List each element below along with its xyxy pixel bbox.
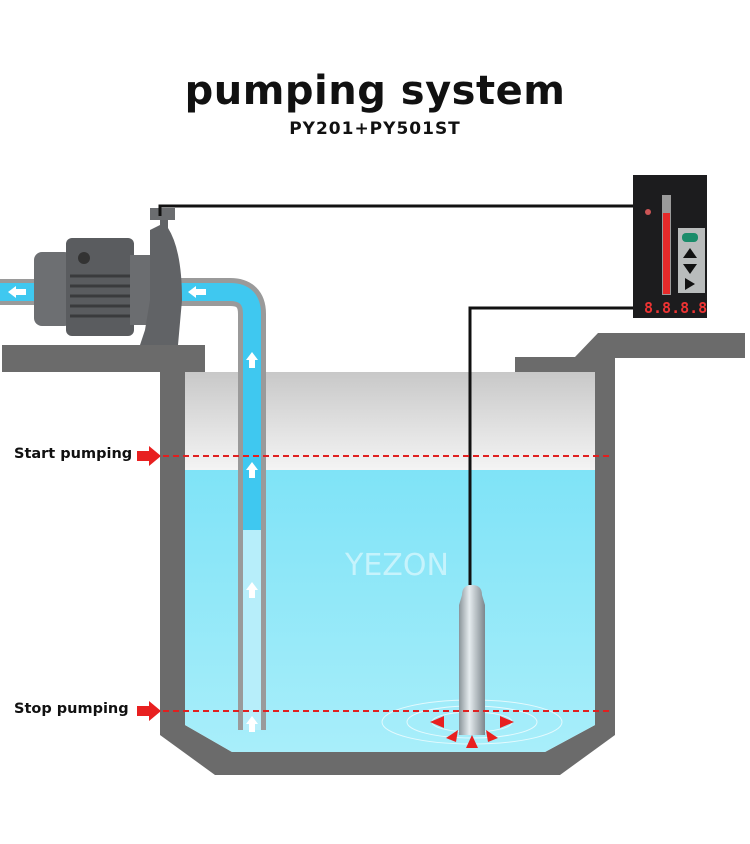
page-title: pumping system <box>184 68 566 114</box>
signal-wires <box>158 204 633 585</box>
stop-arrow-icon <box>137 701 161 721</box>
pump-icon <box>34 208 182 345</box>
stop-pumping-label: Stop pumping <box>14 701 129 717</box>
tank-water <box>185 470 595 752</box>
sensor-inflow-arrows <box>430 716 514 748</box>
tank-air <box>185 372 595 470</box>
controller-icon <box>633 175 707 318</box>
pressure-sensor-icon <box>459 585 485 735</box>
start-arrow-icon <box>137 446 161 466</box>
controller-display: 8.8.8.8 <box>644 299 707 317</box>
watermark: YEZON <box>344 548 449 583</box>
ground-right <box>515 333 745 372</box>
flow-arrow-icon <box>8 286 258 732</box>
start-pumping-label: Start pumping <box>14 446 133 462</box>
page-subtitle: PY201+PY501ST <box>289 119 461 139</box>
pipe-water <box>180 283 261 530</box>
